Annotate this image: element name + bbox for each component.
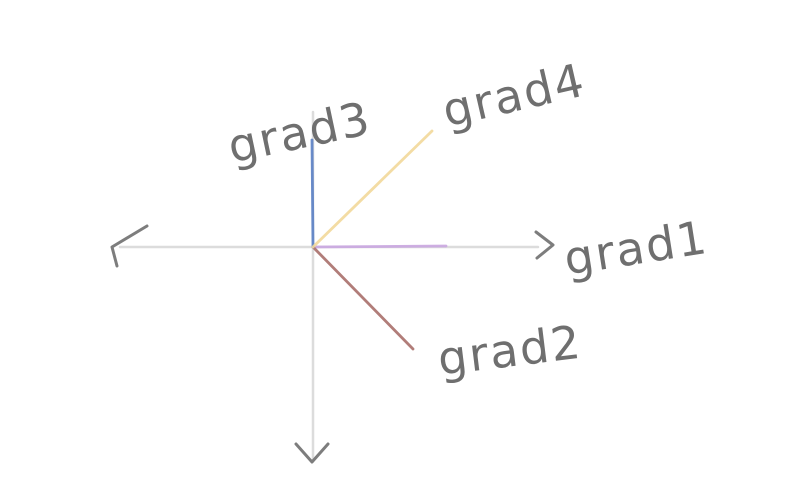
right-arrowhead xyxy=(534,230,555,260)
grad1-vector xyxy=(311,244,448,249)
left-arrowhead xyxy=(110,224,149,268)
grad3-vector xyxy=(310,138,315,249)
grad2-vector xyxy=(311,245,415,351)
grad4-vector xyxy=(311,129,434,249)
down-arrowhead xyxy=(294,442,330,464)
